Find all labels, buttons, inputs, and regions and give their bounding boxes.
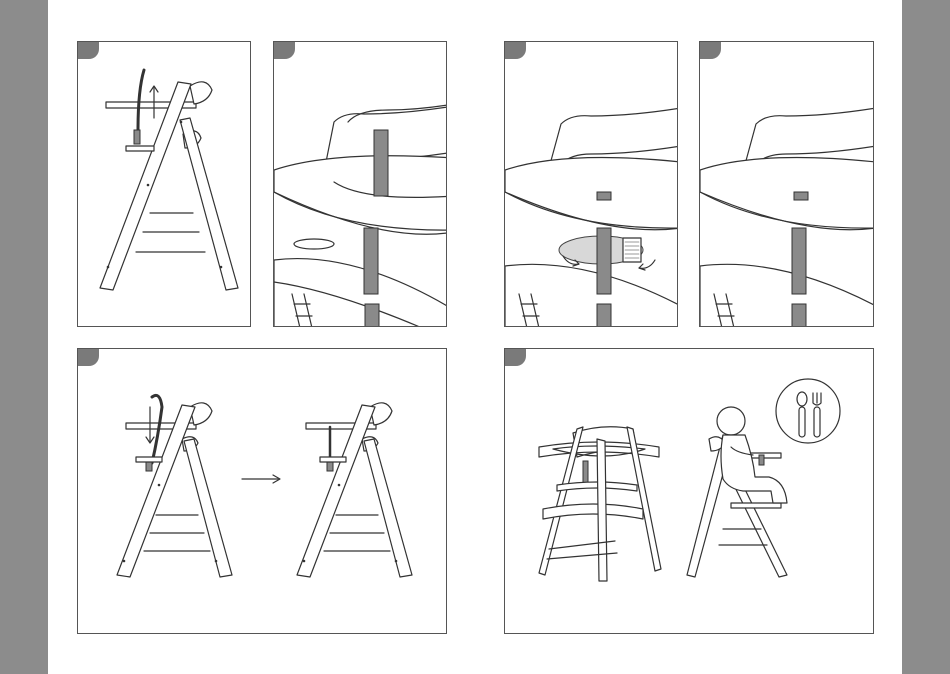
- tray-closeup-strap-wrap-illustration: [505, 42, 678, 327]
- step-3-panel: [504, 41, 678, 327]
- left-margin-bar: [0, 0, 48, 674]
- chair-side-strap-up-illustration: [78, 42, 251, 327]
- spoon-fork-icon: [776, 379, 840, 443]
- step-6-panel: [504, 348, 874, 634]
- tray-closeup-strap-illustration: [274, 42, 447, 327]
- step-4-panel: [699, 41, 874, 327]
- chair-side-strap-down-illustration: [78, 349, 447, 634]
- step-2-panel: [273, 41, 447, 327]
- step-1-panel: [77, 41, 251, 327]
- chair-with-tray-and-child-illustration: [505, 349, 874, 634]
- step-5-panel: [77, 348, 447, 634]
- tray-closeup-strap-fixed-illustration: [700, 42, 874, 327]
- right-margin-bar: [902, 0, 950, 674]
